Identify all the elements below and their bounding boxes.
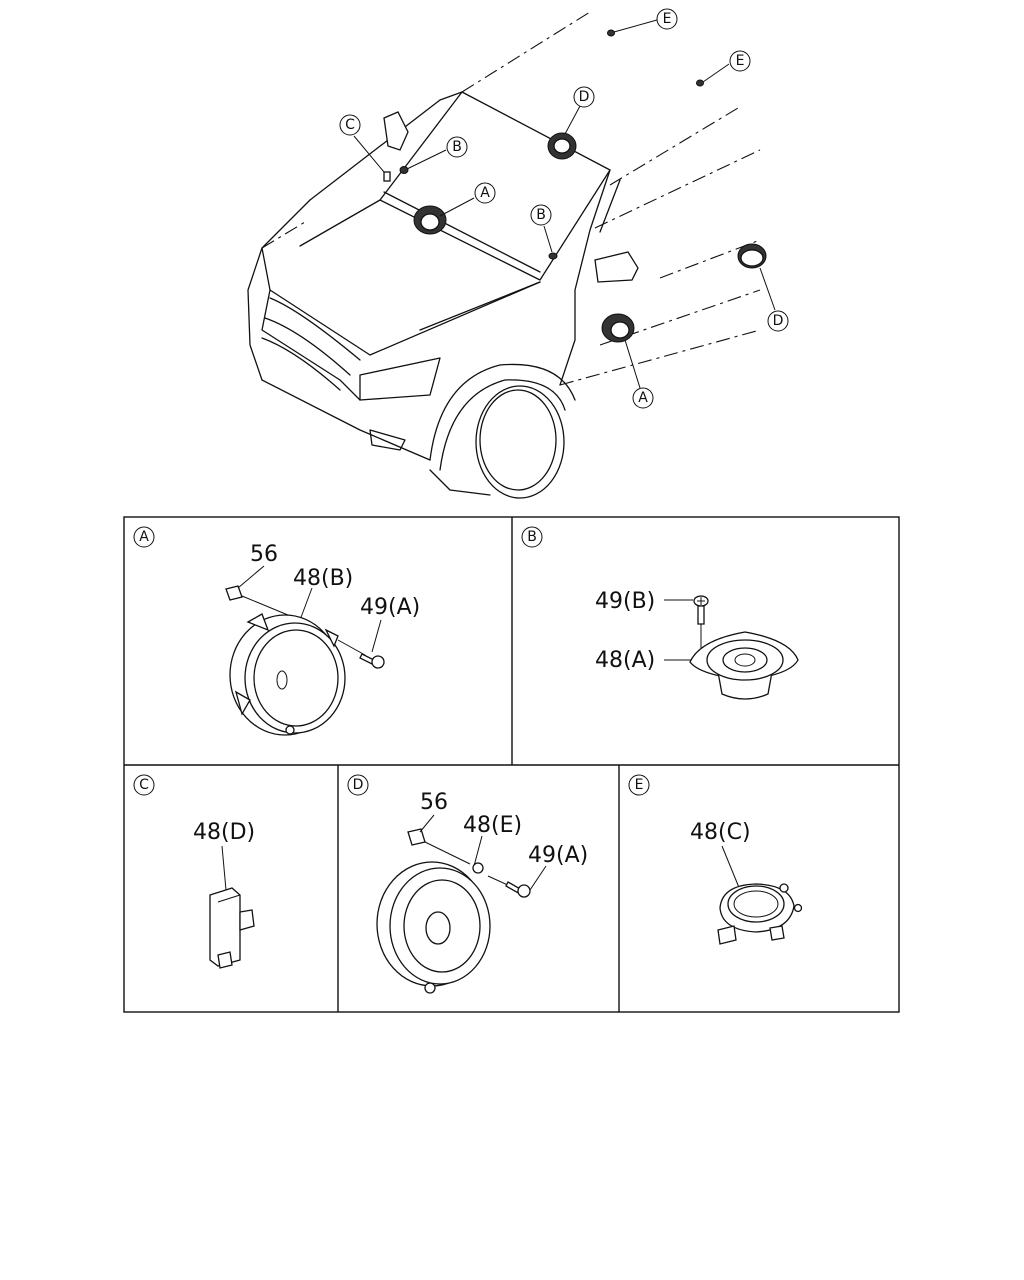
svg-text:B: B bbox=[536, 207, 546, 223]
tweeter-icon bbox=[399, 29, 704, 260]
callout-a-2: A bbox=[632, 387, 654, 409]
svg-text:D: D bbox=[353, 777, 364, 793]
panel-b: B 49(B) 48(A) bbox=[521, 526, 799, 700]
tweeter-icon bbox=[717, 883, 803, 945]
callout-a-1: A bbox=[474, 182, 496, 204]
svg-text:A: A bbox=[139, 529, 149, 545]
screw-icon bbox=[693, 595, 709, 625]
connector-icon bbox=[225, 585, 243, 601]
speaker-icon bbox=[737, 243, 767, 269]
panel-c: C 48(D) bbox=[133, 774, 255, 969]
vehicle-drawing bbox=[247, 11, 761, 499]
svg-text:49(A): 49(A) bbox=[528, 843, 588, 868]
speaker-icon bbox=[601, 313, 635, 343]
svg-text:48(A): 48(A) bbox=[595, 648, 655, 673]
speaker-icon bbox=[547, 132, 577, 160]
svg-text:D: D bbox=[579, 89, 590, 105]
svg-text:A: A bbox=[638, 390, 648, 406]
svg-text:48(C): 48(C) bbox=[690, 820, 751, 845]
svg-text:49(A): 49(A) bbox=[360, 595, 420, 620]
callout-e-2: E bbox=[729, 50, 751, 72]
speaker-icon bbox=[376, 861, 491, 994]
vehicle-callouts: E E D C B A B D A bbox=[339, 8, 789, 409]
svg-text:56: 56 bbox=[420, 790, 448, 815]
svg-text:C: C bbox=[139, 777, 149, 793]
screw-icon bbox=[505, 881, 531, 898]
svg-text:B: B bbox=[527, 529, 537, 545]
svg-text:C: C bbox=[345, 117, 355, 133]
connector-icon bbox=[407, 828, 426, 846]
amplifier-module-icon bbox=[383, 171, 391, 182]
svg-text:E: E bbox=[736, 53, 745, 69]
callout-d-2: D bbox=[767, 310, 789, 332]
vehicle-leader-lines bbox=[353, 19, 776, 389]
svg-text:D: D bbox=[773, 313, 784, 329]
callout-c-1: C bbox=[339, 114, 361, 136]
svg-text:56: 56 bbox=[250, 542, 278, 567]
amplifier-module-icon bbox=[209, 887, 255, 969]
screw-icon bbox=[359, 653, 385, 669]
svg-text:A: A bbox=[480, 185, 490, 201]
vehicle-speaker-locations bbox=[383, 29, 767, 343]
callout-e-1: E bbox=[656, 8, 678, 30]
callout-b-1: B bbox=[446, 136, 468, 158]
speaker-icon bbox=[413, 205, 447, 235]
svg-text:49(B): 49(B) bbox=[595, 589, 655, 614]
callout-d-1: D bbox=[573, 86, 595, 108]
svg-text:B: B bbox=[452, 139, 462, 155]
detail-panel-grid bbox=[123, 516, 900, 1013]
panel-a: A 56 48(B) 49(A) bbox=[133, 526, 420, 736]
svg-text:48(B): 48(B) bbox=[293, 566, 353, 591]
svg-text:48(E): 48(E) bbox=[463, 813, 522, 838]
svg-text:E: E bbox=[663, 11, 672, 27]
speaker-icon bbox=[689, 631, 799, 700]
speaker-icon bbox=[229, 613, 346, 736]
svg-text:E: E bbox=[635, 777, 644, 793]
svg-text:48(D): 48(D) bbox=[193, 820, 255, 845]
panel-d: D 56 48(E) 49(A) bbox=[347, 774, 588, 994]
panel-e: E 48(C) bbox=[628, 774, 803, 945]
callout-b-2: B bbox=[530, 204, 552, 226]
